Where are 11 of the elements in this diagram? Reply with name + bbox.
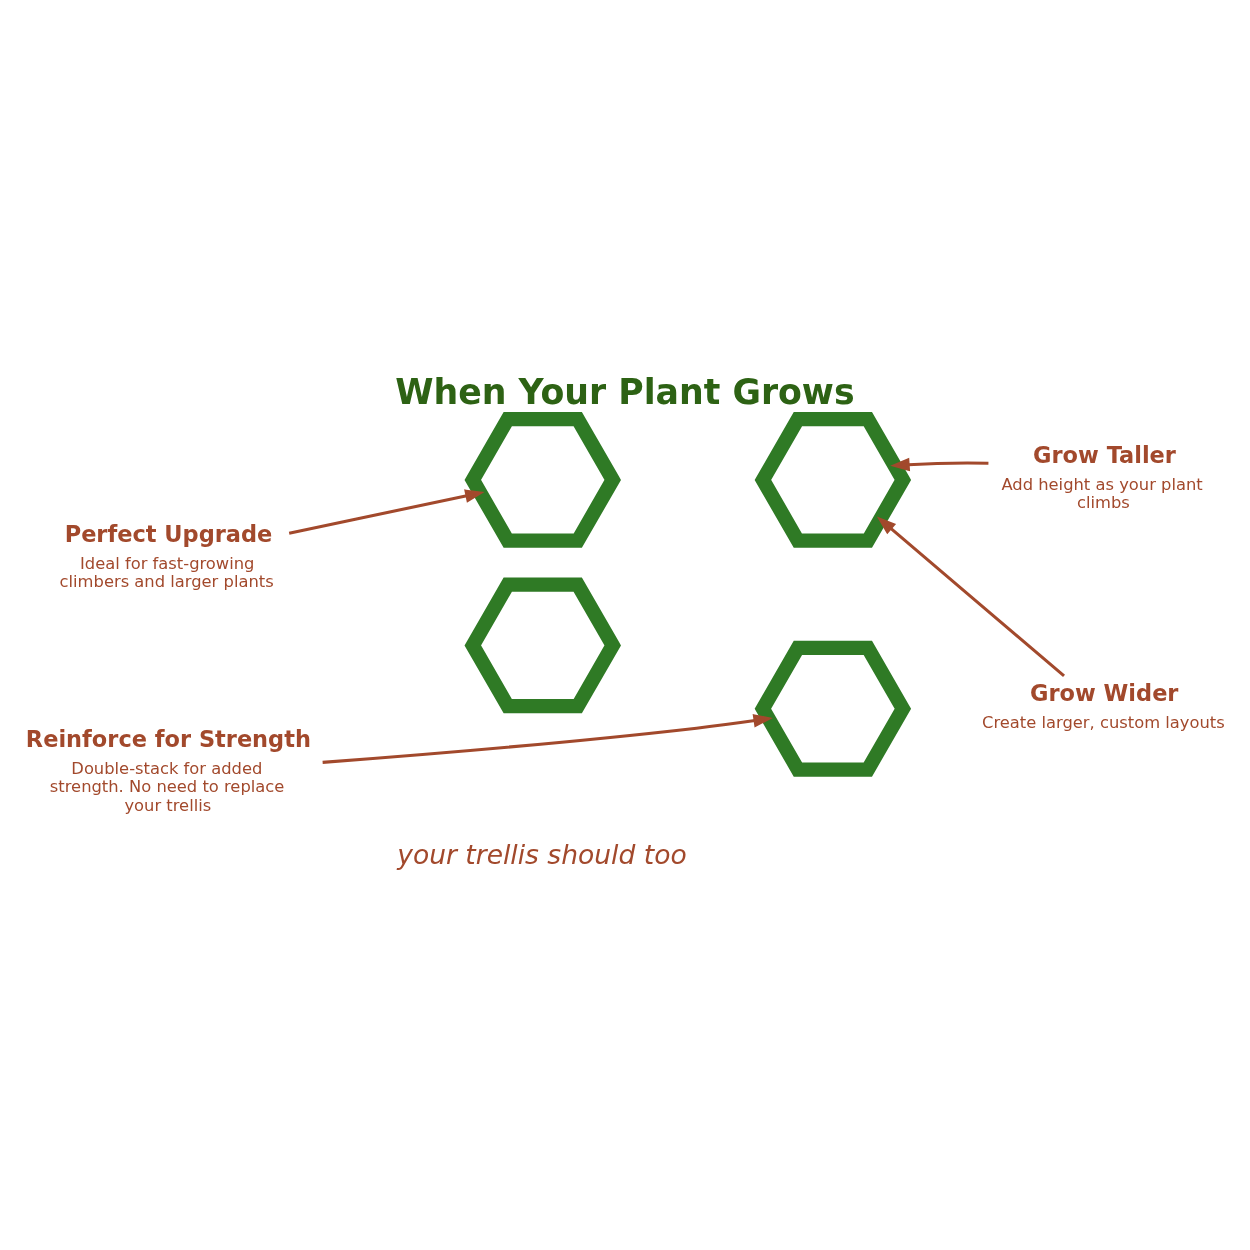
- node-text: Reinforce for Strength Double-stack for added strength. No need to replace your trellis: [25, 725, 311, 815]
- arrow: [322, 713, 773, 764]
- arrow: [288, 488, 485, 535]
- arrow: [876, 516, 1065, 677]
- node-text: Grow Wider Create larger, custom layouts: [981, 679, 1225, 732]
- node-text: Grow Taller Add height as your plant climbs: [1000, 441, 1203, 512]
- arrow: [889, 457, 988, 471]
- diagram-title: When Your Plant Grows: [394, 371, 855, 412]
- label: your trellis should too: [396, 838, 687, 870]
- node-hexagon: [464, 577, 621, 713]
- node-text: Perfect Upgrade Ideal for fast-growing climbers and larger plants: [59, 520, 274, 591]
